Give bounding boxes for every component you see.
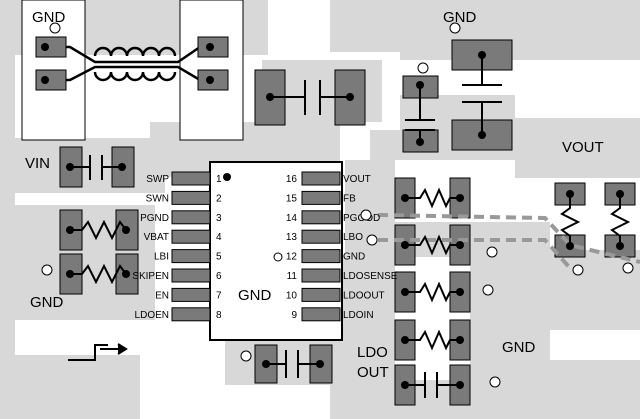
ic-pin-number-right: 14: [286, 213, 298, 224]
ic-pin-pad-left: [171, 249, 211, 264]
ic-pin-name-left: VBAT: [144, 232, 169, 243]
ic-pin-number-left: 8: [216, 310, 222, 321]
ic-pin-number-left: 5: [216, 252, 222, 263]
ic-pin-pad-right: [301, 287, 341, 302]
ic-pin-name-left: SWN: [146, 193, 169, 204]
ic-pin-number-left: 2: [216, 193, 222, 204]
ic-pin-pad-left: [171, 171, 211, 186]
dashed-traces: [377, 213, 640, 270]
ic-pin-pad-right: [301, 307, 341, 322]
vias: [41, 22, 634, 388]
label-gnd-top-left: GND: [32, 9, 66, 26]
ic-pin-number-left: 6: [216, 271, 222, 282]
ic-pin-name-right: LDOOUT: [343, 290, 385, 301]
ic-pin-number-right: 16: [286, 174, 298, 185]
label-vout: VOUT: [562, 139, 604, 156]
ic-pin-number-left: 7: [216, 290, 222, 301]
label-ldo: LDO: [357, 344, 388, 361]
ic-pin-name-left: SKIPEN: [132, 271, 169, 282]
ic-pin-name-right: LDOIN: [343, 310, 374, 321]
ic-pin-name-right: VOUT: [343, 174, 371, 185]
ic-pin-pad-right: [301, 249, 341, 264]
ic-pin-name-left: EN: [155, 290, 169, 301]
ic-pin-number-left: 3: [216, 213, 222, 224]
ic-pin-name-right: FB: [343, 193, 356, 204]
ic-pin-name-left: PGND: [140, 213, 169, 224]
ic-pin-number-left: 1: [216, 174, 222, 185]
label-gnd-bottom-right: GND: [502, 339, 536, 356]
label-gnd-left: GND: [30, 294, 64, 311]
ic-pin-pad-left: [171, 307, 211, 322]
ic-pin-pad-right: [301, 210, 341, 225]
ic-pin-name-right: LBO: [343, 232, 363, 243]
ic-pin-number-right: 12: [286, 252, 298, 263]
ic-pin-name-right: LDOSENSE: [343, 271, 398, 282]
label-vin: VIN: [25, 155, 50, 172]
pin1-marker: [223, 173, 231, 181]
ic-pin-pad-right: [301, 190, 341, 205]
ic-pin-name-left: LDOEN: [135, 310, 169, 321]
component-symbols: [68, 55, 631, 398]
label-gnd-top-right: GND: [443, 9, 477, 26]
ic-pin-pad-left: [171, 190, 211, 205]
ic-pin-name-right: GND: [343, 252, 365, 263]
label-gnd-ic: GND: [238, 287, 272, 304]
label-out: OUT: [357, 364, 389, 381]
ic-pin-number-right: 10: [286, 290, 298, 301]
ic-pin-pad-right: [301, 171, 341, 186]
ic-pin-pad-left: [171, 287, 211, 302]
ic-pin-pad-right: [301, 229, 341, 244]
ic-pin-number-left: 4: [216, 232, 222, 243]
ic-pin-name-left: LBI: [154, 252, 169, 263]
via-ic: [273, 252, 283, 262]
ic-pin-number-right: 11: [287, 271, 298, 282]
pad-dots: [41, 43, 624, 389]
ic-pin-pad-right: [301, 268, 341, 283]
ic-pin-name-left: SWP: [146, 174, 169, 185]
ic-pin-pad-left: [171, 210, 211, 225]
ic-pin-pad-left: [171, 229, 211, 244]
ic-pin-number-right: 13: [286, 232, 298, 243]
ic-pin-pad-left: [171, 268, 211, 283]
ic-pin-number-right: 15: [286, 193, 298, 204]
ic-pin-number-right: 9: [291, 310, 297, 321]
